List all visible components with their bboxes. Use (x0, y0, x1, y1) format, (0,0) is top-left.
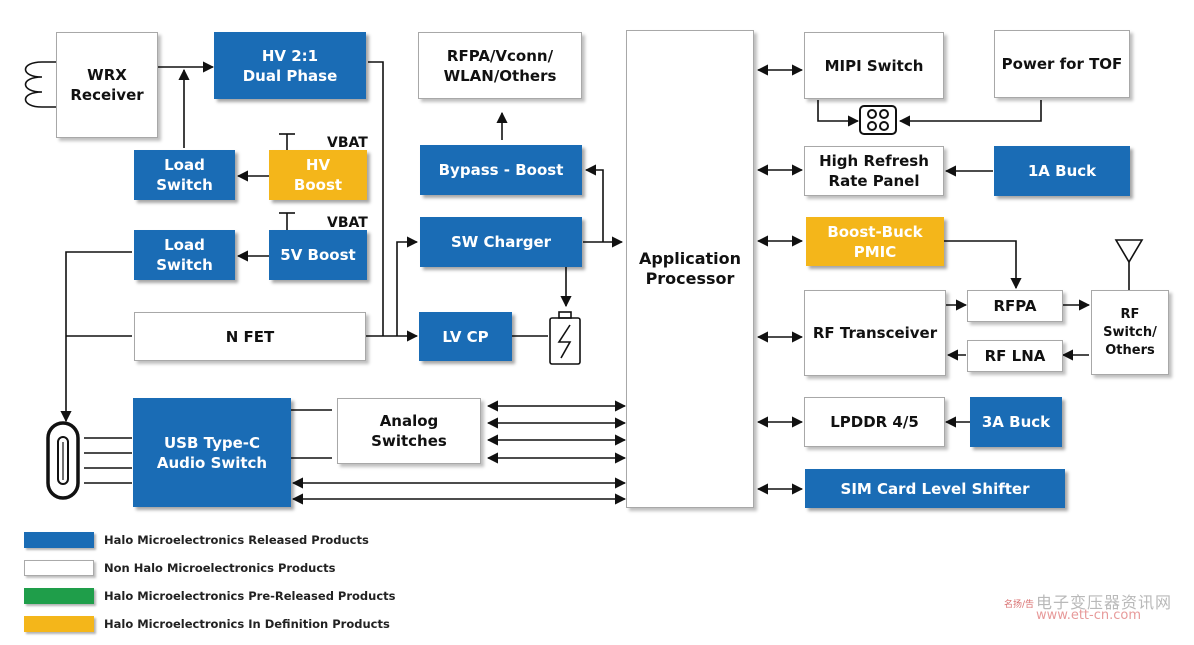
load-switch-2-block: Load Switch (134, 230, 235, 280)
load-switch-1-block: Load Switch (134, 150, 235, 200)
rfpa-block: RFPA (967, 290, 1063, 322)
legend-swatch-non-halo (24, 560, 94, 576)
high-refresh-rate-panel-block: High Refresh Rate Panel (804, 146, 944, 196)
rf-lna-block: RF LNA (967, 340, 1063, 372)
vbat-label-1: VBAT (327, 135, 368, 151)
rf-transceiver-block: RF Transceiver (804, 290, 946, 376)
hv-2-1-dual-phase-block: HV 2:1 Dual Phase (214, 32, 366, 99)
bypass-boost-block: Bypass - Boost (420, 145, 582, 195)
application-processor-block: Application Processor (626, 30, 754, 508)
1a-buck-block: 1A Buck (994, 146, 1130, 196)
lpddr-block: LPDDR 4/5 (804, 397, 945, 447)
watermark-site-name: 电子变压器资讯网 (1036, 593, 1173, 612)
mipi-switch-block: MIPI Switch (804, 32, 944, 99)
legend-swatch-released (24, 532, 94, 548)
analog-switches-block: Analog Switches (337, 398, 481, 464)
legend-swatch-pre-released (24, 588, 94, 604)
usb-c-connector-icon (46, 421, 80, 500)
rf-switch-others-block: RF Switch/ Others (1091, 290, 1169, 375)
watermark-badge: 名扬/告 (1004, 600, 1035, 610)
coil-icon (24, 61, 58, 108)
n-fet-block: N FET (134, 312, 366, 361)
lv-cp-block: LV CP (419, 312, 512, 361)
power-for-tof-block: Power for TOF (994, 30, 1130, 98)
3a-buck-block: 3A Buck (970, 397, 1062, 447)
battery-icon (549, 311, 581, 365)
watermark-url: www.ett-cn.com (1036, 608, 1142, 623)
rfpa-vconn-wlan-block: RFPA/Vconn/ WLAN/Others (418, 32, 582, 99)
usb-type-c-audio-switch-block: USB Type-C Audio Switch (133, 398, 291, 507)
wrx-receiver-block: WRX Receiver (56, 32, 158, 138)
legend-item-in-definition: Halo Microelectronics In Definition Prod… (104, 617, 390, 631)
boost-buck-pmic-block: Boost-Buck PMIC (806, 217, 944, 266)
hv-boost-block: HV Boost (269, 150, 367, 200)
legend-item-released: Halo Microelectronics Released Products (104, 533, 369, 547)
vbat-label-2: VBAT (327, 215, 368, 231)
5v-boost-block: 5V Boost (269, 230, 367, 280)
legend-swatch-in-definition (24, 616, 94, 632)
sim-card-level-shifter-block: SIM Card Level Shifter (805, 469, 1065, 508)
camera-sensor-icon (859, 105, 897, 135)
legend-item-pre-released: Halo Microelectronics Pre-Released Produ… (104, 589, 396, 603)
legend-item-non-halo: Non Halo Microelectronics Products (104, 561, 336, 575)
sw-charger-block: SW Charger (420, 217, 582, 267)
